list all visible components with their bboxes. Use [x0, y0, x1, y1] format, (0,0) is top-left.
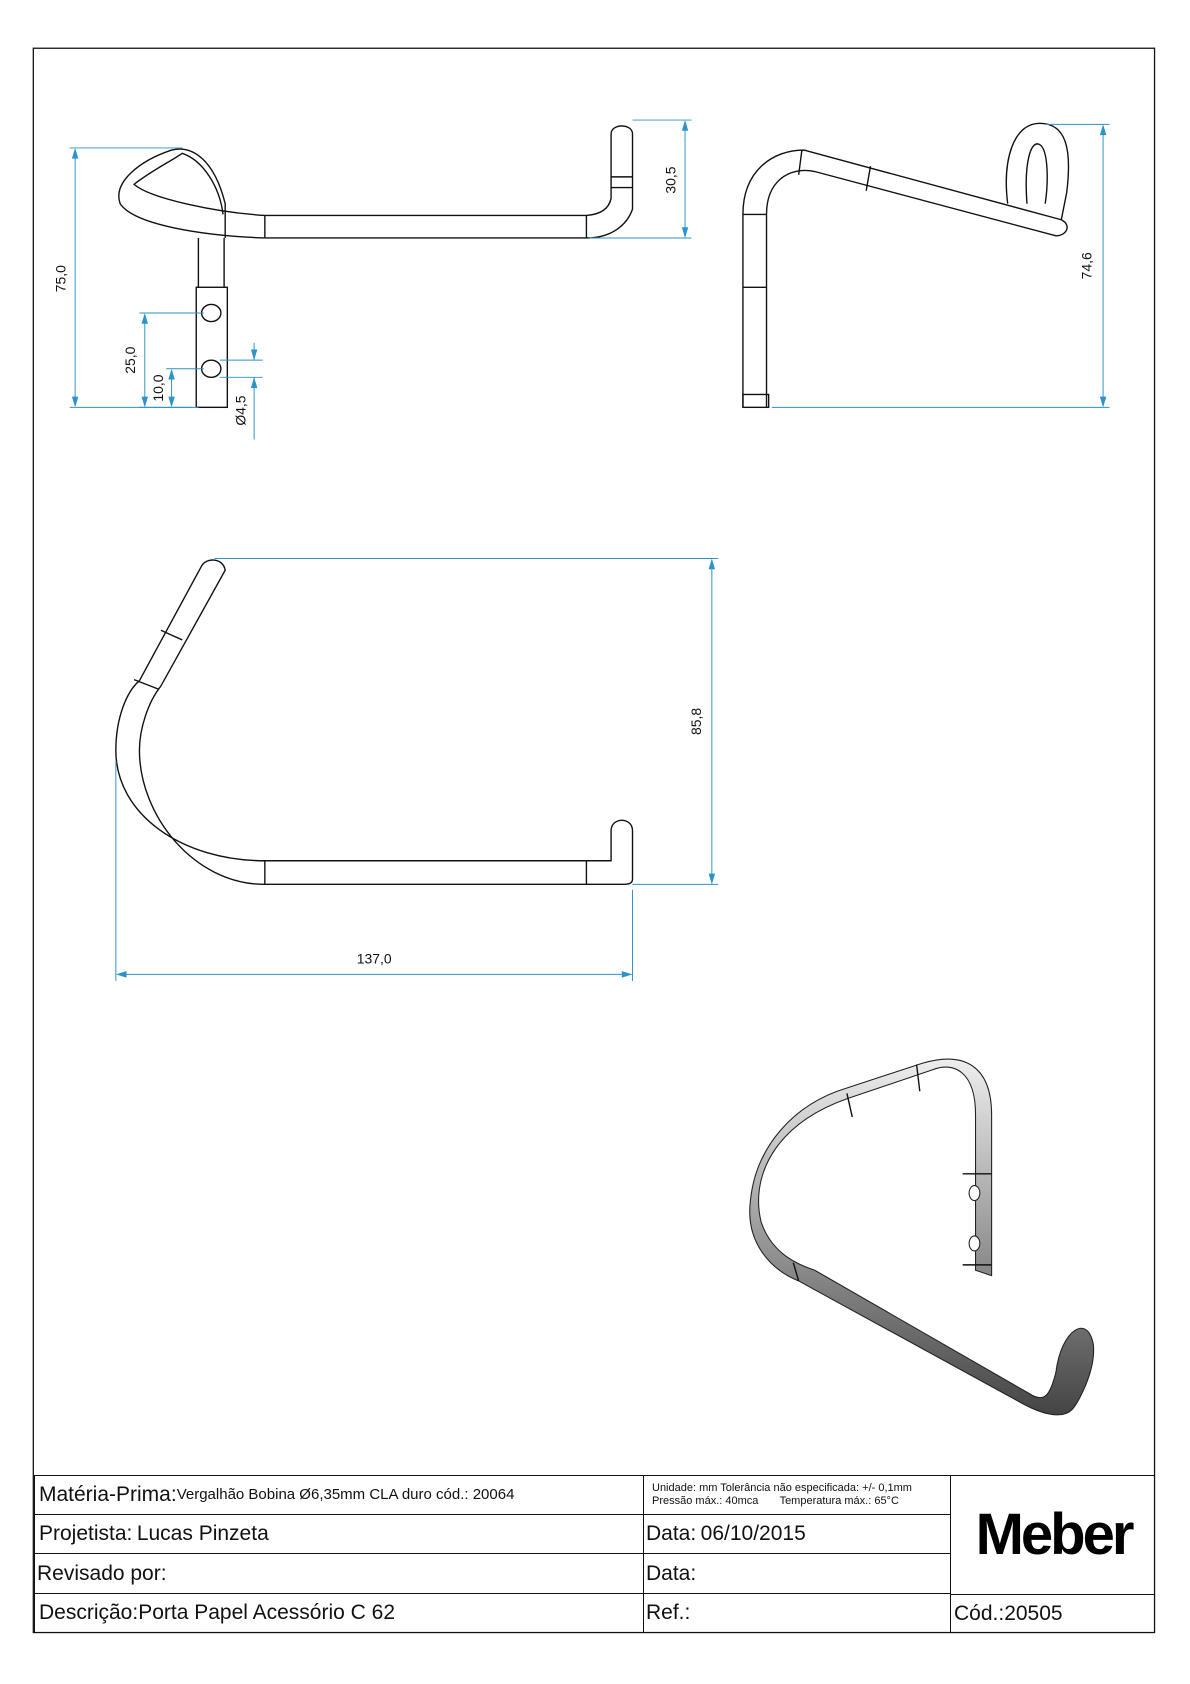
- projetista-cell: Projetista: Lucas Pinzeta: [34, 1515, 644, 1554]
- cod-cell: Cód.: 20505: [951, 1594, 1155, 1633]
- data-label-2: Data:: [646, 1561, 697, 1585]
- notes-cell: Unidade: mm Tolerância não especificada:…: [644, 1475, 951, 1515]
- isometric-view: [749, 1058, 1094, 1416]
- top-view-dimensions: 85,8 137,0: [115, 557, 719, 981]
- dim-front-height: 75,0: [52, 265, 68, 292]
- notes-line-1: Unidade: mm Tolerância não especificada:…: [652, 1481, 912, 1494]
- notes-line-2: Pressão máx.: 40mca Temperatura máx.: 65…: [652, 1494, 899, 1507]
- top-view: [115, 559, 634, 886]
- cod-value: 20505: [1004, 1601, 1063, 1625]
- materia-prima-label: Matéria-Prima:: [39, 1482, 177, 1506]
- sheet-border: [32, 47, 1156, 1634]
- revisado-cell: Revisado por:: [34, 1554, 644, 1594]
- data-cell-2: Data:: [644, 1554, 951, 1594]
- dim-side-height: 74,6: [1078, 252, 1094, 279]
- dim-hole-lower: 10,0: [150, 374, 166, 401]
- revisado-label: Revisado por:: [37, 1561, 167, 1585]
- data-value-1: 06/10/2015: [700, 1522, 806, 1545]
- descricao-label: Descrição:: [39, 1601, 139, 1624]
- meber-logo: Meber: [975, 1501, 1135, 1567]
- dim-top-depth: 85,8: [688, 708, 704, 735]
- projetista-value: Lucas Pinzeta: [136, 1522, 269, 1545]
- projetista-label: Projetista:: [39, 1522, 133, 1545]
- dim-hole-diameter: Ø4,5: [233, 395, 249, 425]
- descricao-cell: Descrição: Porta Papel Acessório C 62: [34, 1594, 644, 1633]
- data-label-1: Data:: [646, 1522, 697, 1545]
- descricao-value: Porta Papel Acessório C 62: [138, 1601, 396, 1624]
- dim-hook-height: 30,5: [662, 166, 678, 193]
- materia-prima-cell: Matéria-Prima: Vergalhão Bobina Ø6,35mm …: [34, 1475, 644, 1515]
- side-view: [742, 122, 1070, 409]
- dim-top-width: 137,0: [357, 951, 392, 967]
- ref-cell: Ref.:: [644, 1594, 951, 1633]
- cod-label: Cód.:: [954, 1601, 1005, 1625]
- data-cell-1: Data: 06/10/2015: [644, 1515, 951, 1554]
- front-view: [118, 125, 634, 409]
- front-view-dimensions: 75,0 25,0 10,0 Ø4,5 30,5: [52, 119, 692, 440]
- side-view-dimensions: 74,6: [771, 123, 1110, 408]
- dim-hole-upper: 25,0: [122, 346, 138, 373]
- ref-label: Ref.:: [646, 1601, 691, 1624]
- materia-prima-value: Vergalhão Bobina Ø6,35mm CLA duro cód.: …: [176, 1486, 515, 1503]
